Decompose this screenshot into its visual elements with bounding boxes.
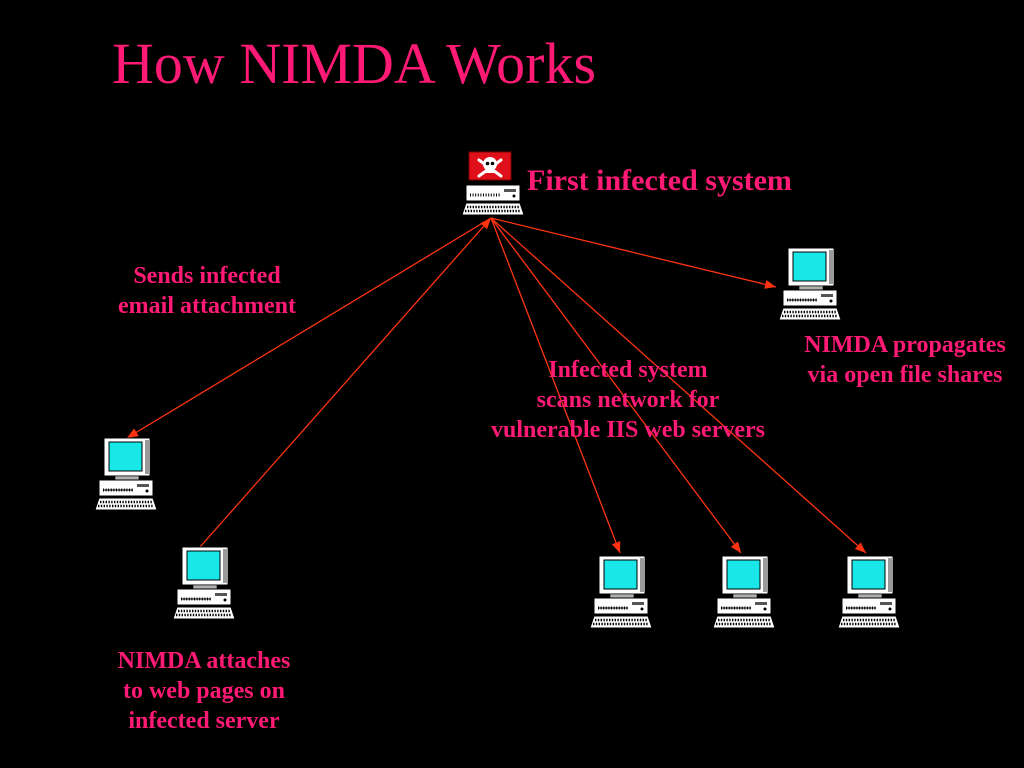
label-line: email attachment [118,293,296,319]
arrowhead [480,218,491,230]
label-line: to web pages on [122,678,285,704]
arrowhead [854,542,866,553]
arrow-to-email [126,217,492,439]
first-infected-computer [461,184,525,216]
skull-crossbones-icon [468,151,512,181]
label-line: NIMDA attaches [117,648,291,674]
label-line: via open file shares [807,362,1003,388]
label-line: NIMDA propagates [804,332,1006,358]
desktop-computer-icon-iis-3 [836,554,902,630]
desktop-computer-icon-email [93,436,159,512]
arrow-from-webserver [199,217,492,548]
scan-network-label: Infected system scans network for vulner… [456,355,800,445]
email-attachment-label: Sends infected email attachment [98,261,316,321]
arrowhead [730,541,741,553]
desktop-computer-icon-iis-1 [588,554,654,630]
label-line: vulnerable IIS web servers [491,417,765,443]
file-shares-label: NIMDA propagates via open file shares [783,330,1024,390]
label-line: infected server [128,708,280,734]
arrowhead [611,541,621,553]
first-infected-label: First infected system [527,164,792,197]
arrowhead [127,428,139,438]
desktop-computer-icon-fileshare [777,246,843,322]
slide-title: How NIMDA Works [112,31,597,96]
label-line: scans network for [536,387,720,413]
arrow-to-iis-3 [490,217,867,554]
arrow-to-iis-1 [490,217,621,554]
desktop-computer-icon-webserver [171,545,237,621]
arrow-to-fileshare [490,217,777,289]
desktop-computer-icon-iis-2 [711,554,777,630]
arrow-to-iis-2 [490,217,742,554]
web-pages-label: NIMDA attaches to web pages on infected … [90,646,318,736]
label-line: Sends infected [133,263,281,289]
label-line: Infected system [548,357,708,383]
arrows-layer [126,217,867,554]
arrowhead [764,280,776,289]
